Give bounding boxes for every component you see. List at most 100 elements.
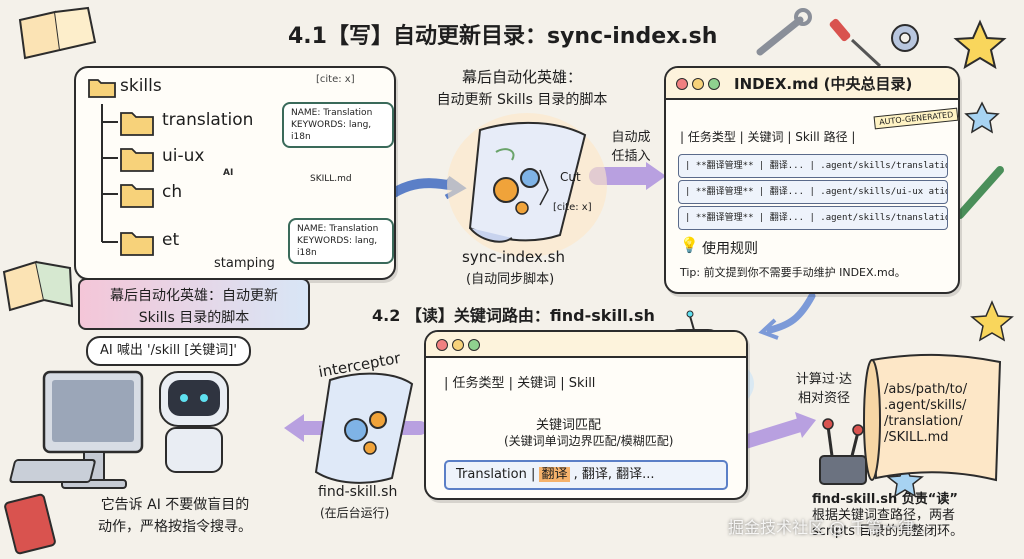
cut-label: Cut [560,170,581,184]
flow-arrow-index-to-find [766,292,816,334]
path-text: /abs/path/to/ .agent/skills/ /translatio… [884,382,967,446]
hero-callout: 幕后自动化英雄：自动更新 Skills 目录的脚本 [78,278,310,330]
match-title: 关键词匹配 [536,418,602,433]
section-title: 4.2 【读】关键词路由：find-skill.sh [372,306,655,325]
calc-label-line: 计算过·达 [795,372,853,387]
robot-badge: AI [223,168,234,178]
ai-at-computer-illustration [9,370,229,489]
folder-icon [120,232,154,256]
book-icon [4,493,56,555]
sync-script-name: sync-index.sh [462,248,565,266]
path-line: /SKILL.md [884,430,949,445]
bottom-note-line: scripts 目录的完整闭环。 [812,524,964,539]
keyword-search-field: Translation | 翻译 , 翻译, 翻译... [444,460,728,490]
path-line: /abs/path/to/ [884,382,968,397]
search-prefix: Translation | [456,467,540,482]
arrowhead [284,414,304,442]
file-label: SKILL.md [310,174,352,184]
bottom-note-line: find-skill.sh 负责“读” [812,492,958,507]
search-rest: , 翻译, 翻译... [569,467,655,482]
lightbulb-icon: 💡 [680,236,699,254]
metadata-bubble-top: NAME: Translation KEYWORDS: lang, i18n [282,102,394,148]
left-note-line: 动作，严格按指令搜寻。 [98,519,252,535]
minimize-dot-icon [692,78,704,90]
path-scroll-illustration [863,353,1002,482]
find-skill-panel: | 任务类型 | 关键词 | Skill 关键词匹配 (关键词单词边界匹配/模糊… [424,330,748,500]
folder-icon [120,112,154,136]
minimize-dot-icon [452,339,464,351]
tree-lines [101,104,118,243]
find-header: | 任务类型 | 关键词 | Skill [444,376,596,391]
folder-label: translation [162,110,254,130]
tips-title: 使用规则 [702,241,758,257]
folder-label: ui-ux [162,146,205,166]
arrowhead [646,162,666,190]
map-book-icon [2,260,74,312]
skills-tree-panel: [cite: x] skills translation ui-ux ch et… [74,66,396,280]
path-line: /translation/ [884,414,963,429]
index-row: | **翻译管理** | 翻译... | .agent/skills/ui-ux… [678,180,948,204]
index-md-panel: INDEX.md (中央总目录) AUTO-GENERATED | 任务类型 |… [664,66,960,294]
bubble-line: NAME: Translation [297,224,379,234]
stamping-label: stamping [214,256,275,271]
sync-scroll-illustration [447,113,607,257]
metadata-bubble-bottom: NAME: Translation KEYWORDS: lang, i18n [288,218,394,264]
lever-machine-illustration [819,418,867,485]
index-title: INDEX.md (中央总目录) [734,75,913,93]
arrow-label-line: 任插入 [611,149,651,164]
find-script-sub: (在后台运行) [320,506,390,520]
index-row: | **翻译管理** | 翻译... | .agent/skills/trans… [678,154,948,178]
sync-heading-line: 幕后自动化英雄： [461,68,582,86]
pen-icon [956,166,1004,219]
window-titlebar [426,332,746,358]
maximize-dot-icon [468,339,480,351]
page-title: 4.1【写】自动更新目录：sync-index.sh [288,24,718,49]
speech-bubble: AI 喊出 '/skill [关键词]' [86,336,251,366]
folder-icon [88,79,116,98]
sync-heading-line: 自动更新 Skills 目录的脚本 [436,92,608,108]
open-book-icon [18,6,97,60]
callout-line: 幕后自动化英雄：自动更新 [110,288,278,304]
tips-text: Tip: 前文提到你不需要手动维护 INDEX.md。 [680,266,906,279]
callout-line: Skills 目录的脚本 [138,310,250,326]
find-script-name: find-skill.sh [318,484,398,500]
folder-label: ch [162,182,183,202]
index-header: | 任务类型 | 关键词 | Skill 路径 | [680,130,856,144]
folder-icon [120,184,154,208]
arrow-label-line: 自动成 [611,130,651,145]
cite-tag: [cite: x] [316,74,355,85]
wrench-icon [756,8,812,56]
bottom-note-line: 根据关键词查路径，两者 [812,508,956,523]
arrow-label: 自动成 任插入 [604,126,658,164]
close-dot-icon [676,78,688,90]
search-highlight: 翻译 [539,467,570,482]
arrowhead [795,412,816,438]
bubble-line: KEYWORDS: lang, i18n [297,236,378,258]
gear-icon [891,24,919,52]
folder-label: et [162,230,180,250]
folder-icon [120,148,154,172]
star-icon [886,19,1014,498]
flow-arrow-find-to-path [738,418,807,449]
sync-script-sub: (自动同步脚本) [466,272,555,287]
bottom-note: find-skill.sh 负责“读” 根据关键词查路径，两者 scripts … [812,492,963,540]
sync-heading: 幕后自动化英雄： 自动更新 Skills 目录的脚本 [412,66,632,109]
calc-label: 计算过·达 相对资径 [784,368,864,406]
bubble-line: KEYWORDS: lang, i18n [291,120,372,142]
maximize-dot-icon [708,78,720,90]
bubble-line: NAME: Translation [291,108,373,118]
path-line: .agent/skills/ [884,398,967,413]
watermark: 掘金技术社区 @ 千篇一律... [728,518,930,537]
close-dot-icon [436,339,448,351]
interceptor-scroll-illustration [314,372,414,484]
index-row: | **翻译管理** | 翻译... | .agent/skills/tnans… [678,206,948,230]
left-note-line: 它告诉 AI 不要做盲目的 [100,497,250,513]
auto-generated-badge: AUTO-GENERATED [873,107,959,130]
match-sub: (关键词单词边界匹配/模糊匹配) [504,434,674,448]
window-titlebar: INDEX.md (中央总目录) [666,68,958,100]
arrowhead [758,318,779,340]
calc-label-line: 相对资径 [797,391,850,406]
left-note: 它告诉 AI 不要做盲目的 动作，严格按指令搜寻。 [70,494,280,536]
